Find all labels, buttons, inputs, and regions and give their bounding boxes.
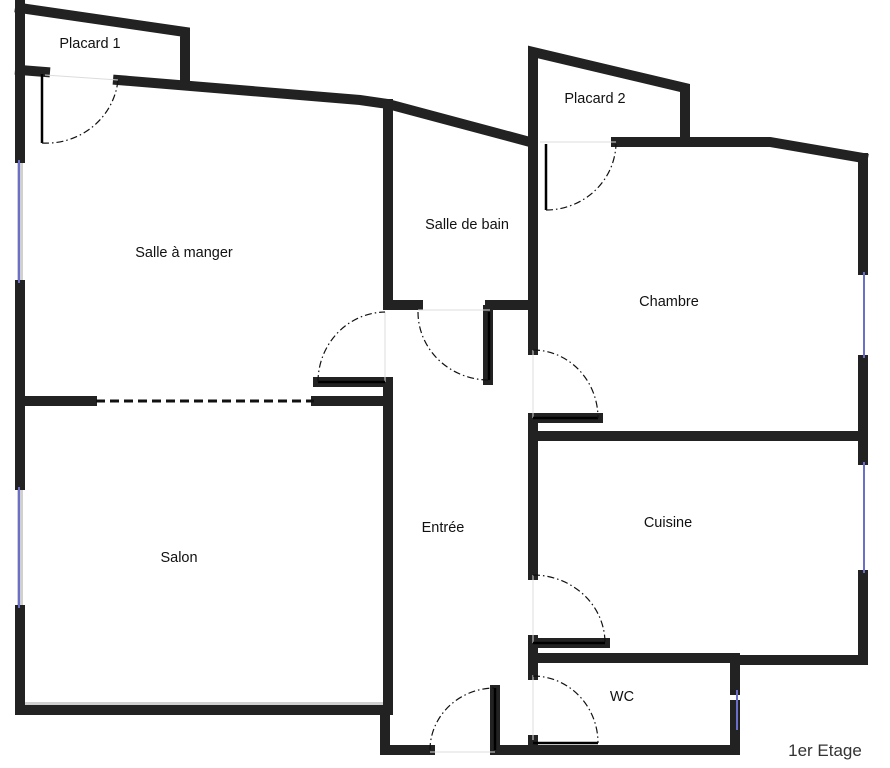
- placard2-walls: [528, 45, 690, 147]
- inner-walls: [15, 99, 868, 755]
- placard1-door-jamb: [14, 64, 51, 78]
- door-bedroom: [532, 349, 599, 420]
- windows: [18, 160, 865, 730]
- outer-wall-bottom-left: [15, 605, 435, 755]
- doors: [40, 74, 617, 751]
- label-cuisine: Cuisine: [644, 515, 692, 531]
- wall-salon-right: [311, 396, 393, 715]
- door-swing-arc: [545, 143, 617, 211]
- outer-wall-right-segment-3: [730, 570, 868, 695]
- door-swing-arc: [317, 311, 386, 383]
- threshold-placard1: [44, 74, 119, 81]
- placard1-walls: [14, 2, 190, 87]
- label-placard1: Placard 1: [59, 36, 120, 52]
- label-wc: WC: [610, 689, 634, 705]
- door-bathroom: [417, 311, 491, 381]
- door-placard2: [544, 143, 617, 211]
- door-swing-arc: [41, 79, 119, 144]
- door-wc: [532, 675, 599, 745]
- door-swing-arc: [532, 675, 599, 744]
- label-salon: Salon: [160, 550, 197, 566]
- outer-walls: [14, 0, 869, 755]
- door-thresholds: [44, 74, 616, 753]
- outer-wall-bottom-right: [595, 700, 740, 755]
- floor-level-label: 1er Etage: [788, 741, 862, 760]
- door-swing-arc: [532, 574, 606, 644]
- label-chambre: Chambre: [639, 294, 699, 310]
- door-kitchen: [532, 574, 606, 645]
- outer-wall-top-right: [611, 137, 869, 164]
- label-salle-a-manger: Salle à manger: [135, 245, 233, 261]
- wall-bath-left: [383, 99, 423, 310]
- label-salle-de-bain: Salle de bain: [425, 217, 509, 233]
- outer-wall-left-bottom-inner: [17, 0, 433, 753]
- door-placard1: [40, 74, 119, 144]
- door-entry: [429, 687, 497, 751]
- label-entree: Entrée: [422, 520, 465, 536]
- room-labels: Placard 1 Placard 2 Salle à manger Salle…: [59, 36, 698, 705]
- walls: [14, 0, 869, 755]
- door-swing-arc: [417, 311, 490, 381]
- label-placard2: Placard 2: [564, 91, 625, 107]
- door-swing-arc: [429, 687, 496, 751]
- door-dining: [317, 311, 386, 384]
- door-swing-arc: [532, 349, 599, 419]
- outer-wall-top-diagonal: [112, 74, 537, 149]
